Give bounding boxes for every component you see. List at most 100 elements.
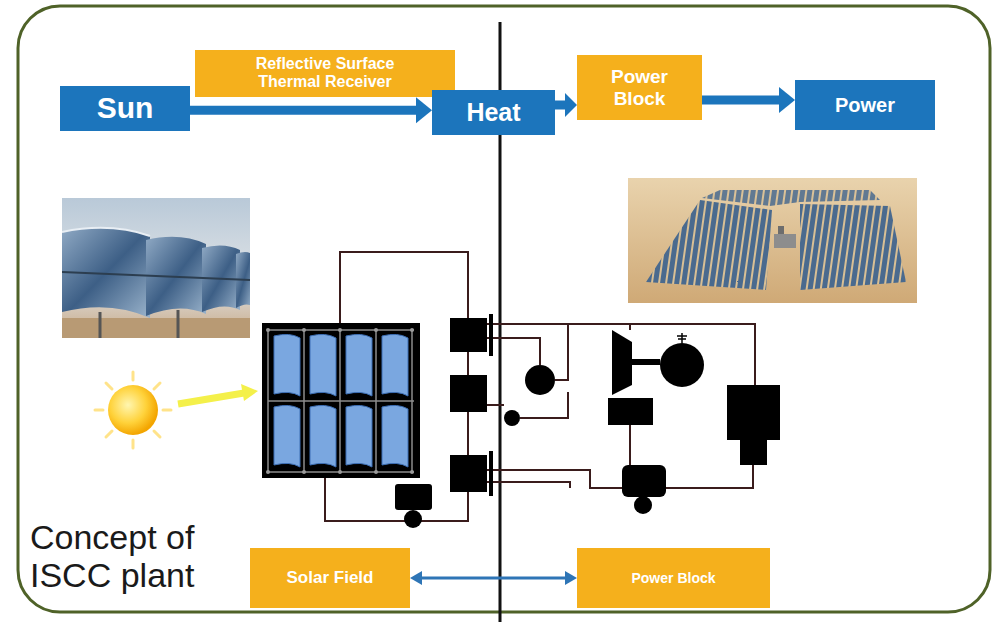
collector-panel <box>310 334 336 396</box>
node-text: Power <box>835 94 895 117</box>
arrow-shaft <box>190 106 419 115</box>
equipment-symbols <box>634 496 652 514</box>
equipment-symbols <box>450 375 487 412</box>
frame-border <box>18 6 990 612</box>
collector-panel <box>274 334 408 467</box>
arrow-head <box>779 87 795 113</box>
node-text: Power Block <box>590 66 690 110</box>
sunlight-arrow <box>178 393 244 404</box>
collector-panel <box>338 328 342 332</box>
generator-terminal <box>681 333 683 343</box>
equipment-symbols <box>395 314 780 528</box>
sunlight-arrow <box>178 384 258 404</box>
equipment-symbols <box>450 455 487 492</box>
trough-photo <box>62 272 250 280</box>
pipe-lines <box>487 470 622 488</box>
pipe-lines <box>666 465 753 488</box>
equipment-symbols <box>450 318 487 352</box>
solar-field-photo <box>702 190 880 206</box>
equipment-symbols <box>622 465 666 497</box>
sun-icon <box>154 383 160 389</box>
collector-panel <box>410 470 414 474</box>
section-label-box: Solar Field <box>250 548 410 608</box>
collector-panel <box>411 330 413 472</box>
collector-panel <box>268 400 414 402</box>
arrow-head <box>410 571 422 585</box>
collector-panel <box>266 328 414 474</box>
sun-icon <box>154 431 160 437</box>
solar-field-photo <box>628 178 917 303</box>
collector-panel <box>268 330 414 472</box>
process-box: Power Block <box>577 55 702 120</box>
sun-icon <box>106 431 112 437</box>
flow-arrow <box>410 571 577 585</box>
process-box: Reflective Surface Thermal Receiver <box>195 50 455 97</box>
flow-arrow <box>190 97 432 123</box>
arrow-shaft <box>702 96 782 105</box>
generator-terminal <box>677 335 687 337</box>
node-text: Sun <box>97 91 154 126</box>
collector-panel <box>346 334 372 396</box>
node-text: Solar Field <box>287 568 374 588</box>
collector-panel <box>338 470 342 474</box>
trough-photo <box>99 312 102 338</box>
pipe-lines <box>629 425 631 465</box>
collector-panel <box>310 405 336 467</box>
output-box: Power <box>795 80 935 130</box>
pipe-lines <box>487 482 570 488</box>
node-text: Power Block <box>631 570 715 586</box>
collector-panel <box>410 328 414 332</box>
sun-icon <box>95 372 171 448</box>
sun-icon <box>163 409 171 412</box>
arrow-head <box>416 97 432 123</box>
equipment-symbols <box>525 365 555 395</box>
equipment-symbols <box>489 314 493 356</box>
equipment-symbols <box>404 510 422 528</box>
arrow-head <box>565 93 577 117</box>
collector-panel <box>339 330 341 472</box>
pipe-lines <box>340 252 468 323</box>
pipe-lines <box>555 372 568 380</box>
solar-field-photo <box>778 226 784 234</box>
trough-photo <box>62 198 250 338</box>
sun-icon <box>132 440 135 448</box>
solar-field-photo <box>774 234 796 248</box>
diagram-caption-label: Concept of ISCC plant <box>30 518 245 594</box>
trough-photo <box>177 310 180 338</box>
collector-panel <box>346 405 372 467</box>
collector-panel <box>382 405 408 467</box>
collector-panel <box>375 330 377 472</box>
solar-field-photo <box>646 200 772 290</box>
sun-icon <box>132 372 135 380</box>
sun-icon <box>95 372 171 448</box>
sun-icon <box>95 409 103 412</box>
equipment-symbols <box>489 451 493 496</box>
equipment-symbols <box>660 343 704 387</box>
sunlight-arrow <box>241 384 258 401</box>
trough-photo <box>62 318 250 338</box>
collector-panel <box>274 334 300 396</box>
flow-arrow <box>702 87 795 113</box>
collector-panel <box>374 328 378 332</box>
generator-terminal <box>677 333 687 343</box>
collector-panel <box>262 323 420 478</box>
trough-photo <box>62 198 250 338</box>
pipe-lines <box>487 404 504 406</box>
sun-icon <box>106 383 112 389</box>
arrow-shaft <box>420 577 568 580</box>
pipe-lines <box>325 478 468 521</box>
collector-panel <box>267 330 269 472</box>
pipe-lines <box>487 338 540 365</box>
equipment-symbols <box>740 440 767 465</box>
sun-icon <box>108 385 158 435</box>
section-label-box: Power Block <box>577 548 770 608</box>
collector-panel <box>262 323 420 478</box>
equipment-symbols <box>727 385 780 440</box>
pipe-lines <box>467 352 469 375</box>
equipment-symbols <box>395 484 432 510</box>
node-text: Reflective Surface Thermal Receiver <box>228 55 423 92</box>
flow-arrow <box>555 93 577 117</box>
pipe-lines <box>467 412 469 455</box>
trough-photo <box>62 228 150 236</box>
equipment-symbols <box>632 359 660 365</box>
